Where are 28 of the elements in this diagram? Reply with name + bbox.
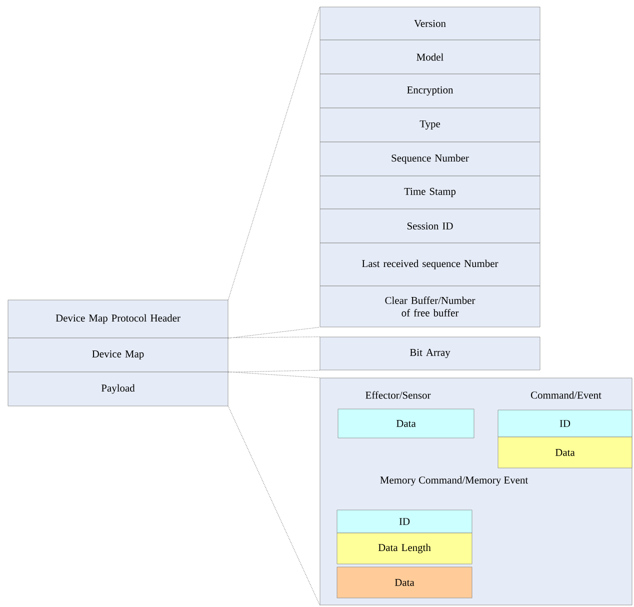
field-box: Session ID [320, 208, 540, 244]
field-box: Model [320, 40, 540, 74]
field-cell: Data [498, 436, 632, 468]
field-box: Type [320, 108, 540, 142]
leader-line [228, 406, 320, 606]
field-box: Time Stamp [320, 176, 540, 210]
leader-line [228, 336, 320, 338]
field-box: Device Map Protocol Header [8, 300, 228, 338]
field-box: Clear Buffer/Number of free buffer [320, 286, 540, 328]
field-box: Last received sequence Number [320, 242, 540, 286]
field-box: Version [320, 6, 540, 40]
field-cell: Data [338, 408, 474, 438]
field-box: Bit Array [320, 336, 540, 370]
field-cell: ID [498, 410, 632, 438]
leader-line [228, 326, 320, 338]
group-heading: Effector/Sensor [366, 391, 431, 399]
field-box: Sequence Number [320, 142, 540, 176]
group-heading: Command/Event [530, 391, 602, 399]
field-cell: Data [336, 566, 472, 598]
field-box: Encryption [320, 74, 540, 108]
leader-line [228, 372, 320, 378]
group-heading: Memory Command/Memory Event [380, 476, 528, 486]
field-box: Payload [8, 372, 228, 406]
field-cell: ID [336, 510, 472, 534]
field-cell: Data Length [336, 532, 472, 564]
field-box: Device Map [8, 338, 228, 372]
leader-line [228, 370, 320, 372]
leader-line [228, 6, 320, 300]
